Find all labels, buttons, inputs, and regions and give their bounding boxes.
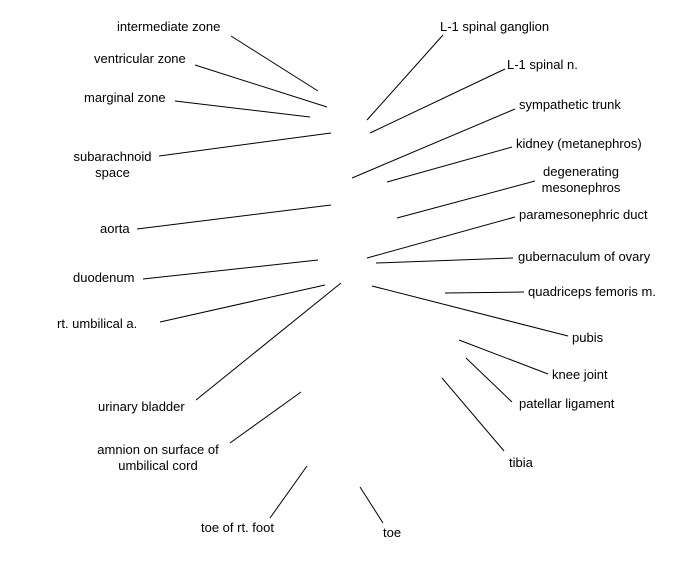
leader-line-l1-spinal-n — [369, 68, 506, 134]
leader-line-pubis — [371, 285, 569, 337]
leader-line-toe-rt-foot — [269, 465, 308, 519]
label-amnion: amnion on surface of umbilical cord — [90, 442, 226, 474]
leader-line-marginal-zone — [174, 100, 311, 118]
label-toe-rt-foot: toe of rt. foot — [201, 520, 274, 535]
label-pubis: pubis — [572, 330, 604, 345]
label-duodenum: duodenum — [73, 270, 135, 285]
leader-line-quadriceps — [444, 291, 525, 294]
label-marginal-zone: marginal zone — [84, 90, 166, 105]
label-intermediate-zone: intermediate zone — [117, 19, 221, 34]
leader-line-amnion — [229, 391, 302, 444]
leader-line-paramesonephric-duct — [366, 216, 516, 259]
leader-line-degenerating-mesonephros — [396, 180, 536, 219]
label-degenerating-line-2: mesonephros — [541, 180, 621, 195]
leader-line-knee-joint — [458, 339, 549, 375]
label-patellar-ligament: patellar ligament — [519, 396, 615, 411]
label-gubernaculum: gubernaculum of ovary — [518, 249, 651, 264]
label-amnion-line-2: umbilical cord — [118, 458, 198, 473]
label-quadriceps: quadriceps femoris m. — [528, 284, 656, 299]
leader-line-duodenum — [142, 259, 319, 280]
label-l1-spinal-ganglion: L-1 spinal ganglion — [440, 19, 550, 34]
label-ventricular-zone: ventricular zone — [94, 51, 186, 66]
leader-line-sympathetic-trunk — [351, 108, 516, 179]
leader-line-kidney — [386, 146, 513, 183]
label-l1-spinal-n: L-1 spinal n. — [507, 57, 578, 72]
label-aorta: aorta — [100, 221, 130, 236]
leader-line-gubernaculum — [375, 257, 514, 264]
label-urinary-bladder: urinary bladder — [98, 399, 185, 414]
leader-line-tibia — [441, 377, 505, 452]
leader-line-urinary-bladder — [195, 282, 342, 401]
leader-line-rt-umbilical-a — [159, 284, 326, 323]
label-kidney: kidney (metanephros) — [516, 136, 642, 151]
label-rt-umbilical-a: rt. umbilical a. — [57, 316, 138, 331]
leader-line-intermediate-zone — [230, 35, 319, 92]
label-degenerating-mesonephros: degenerating mesonephros — [534, 164, 628, 196]
label-sympathetic-trunk: sympathetic trunk — [519, 97, 621, 112]
label-knee-joint: knee joint — [552, 367, 608, 382]
leader-line-subarachnoid-space — [158, 132, 332, 157]
leader-line-toe — [359, 486, 384, 524]
label-tibia: tibia — [509, 455, 533, 470]
leader-line-ventricular-zone — [194, 64, 328, 108]
label-amnion-line-1: amnion on surface of — [97, 442, 219, 457]
leader-line-patellar-ligament — [465, 357, 513, 403]
label-subarachnoid-line-2: space — [95, 165, 130, 180]
label-subarachnoid-space: subarachnoid space — [70, 149, 155, 181]
label-paramesonephric-duct: paramesonephric duct — [519, 207, 648, 222]
label-toe: toe — [383, 525, 402, 540]
leader-line-aorta — [136, 204, 332, 230]
leader-line-l1-spinal-ganglion — [366, 34, 444, 121]
label-subarachnoid-line-1: subarachnoid — [73, 149, 152, 164]
label-degenerating-line-1: degenerating — [543, 164, 619, 179]
